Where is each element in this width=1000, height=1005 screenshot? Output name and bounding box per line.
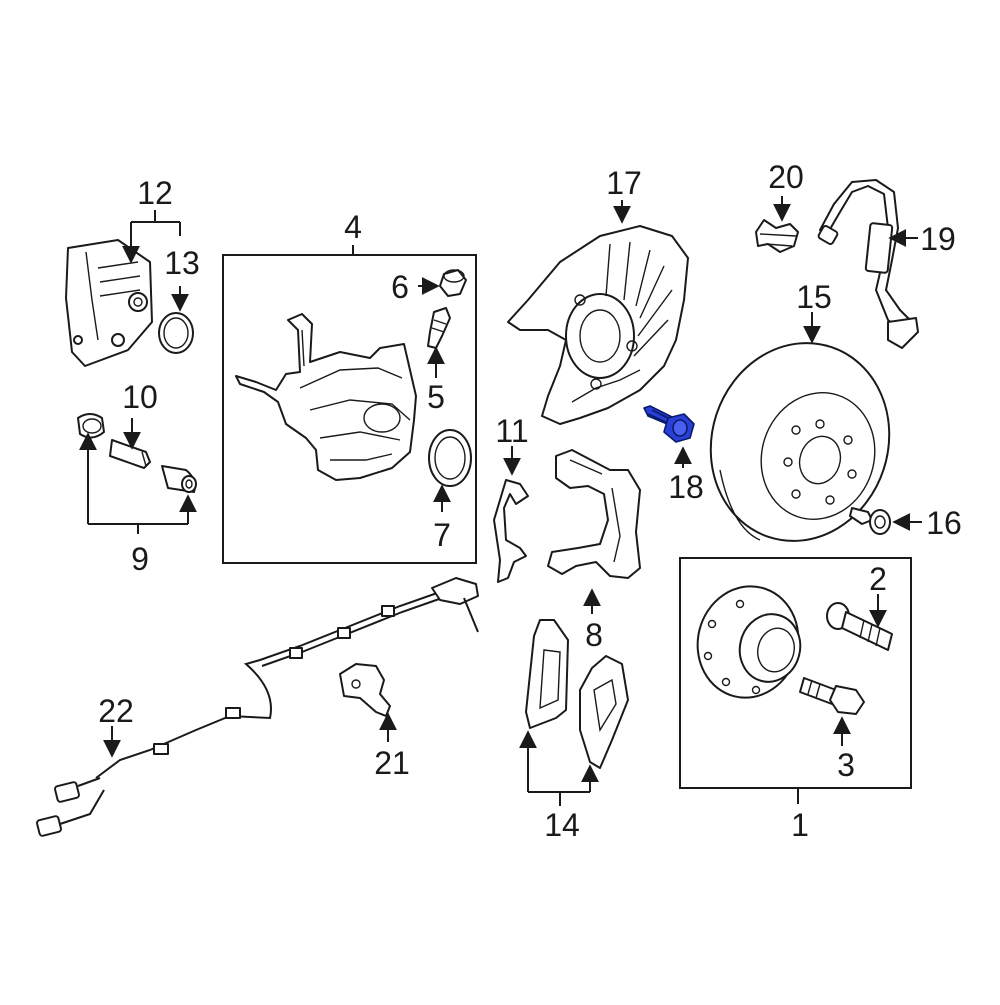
- callout-12: 12: [137, 175, 173, 211]
- callout-14: 14: [544, 807, 580, 843]
- callout-21: 21: [374, 745, 410, 781]
- parking-brake-motor[interactable]: [65, 239, 153, 367]
- guide-pin-cap[interactable]: [77, 413, 105, 439]
- caliper-bracket[interactable]: [547, 449, 641, 579]
- splash-shield[interactable]: [507, 225, 689, 425]
- hub-bolt-upper[interactable]: [826, 602, 893, 651]
- caliper-group-box: [222, 254, 477, 564]
- shield-bolt-highlighted[interactable]: [643, 405, 695, 443]
- brake-caliper[interactable]: [235, 313, 417, 481]
- abs-sensor-harness[interactable]: [36, 577, 479, 837]
- callout-17: 17: [606, 165, 642, 201]
- abs-sensor-bracket[interactable]: [339, 663, 391, 717]
- hose-retaining-clip[interactable]: [755, 219, 799, 253]
- callout-8: 8: [585, 617, 603, 653]
- brake-rotor[interactable]: [685, 320, 914, 565]
- callout-2: 2: [869, 561, 887, 597]
- callout-1: 1: [791, 807, 809, 843]
- rotor-screw[interactable]: [849, 507, 891, 535]
- bleeder-screw[interactable]: [427, 307, 451, 349]
- guide-pin-boot[interactable]: [161, 465, 197, 493]
- piston-seal-ring[interactable]: [428, 429, 472, 487]
- callout-3: 3: [837, 747, 855, 783]
- callout-4: 4: [344, 209, 362, 245]
- callout-7: 7: [433, 517, 451, 553]
- guide-pin[interactable]: [109, 439, 151, 469]
- wheel-hub[interactable]: [686, 576, 810, 709]
- callout-20: 20: [768, 159, 804, 195]
- brake-pad-inner[interactable]: [525, 619, 569, 729]
- callout-15: 15: [796, 279, 832, 315]
- brake-pad-outer[interactable]: [579, 655, 629, 769]
- callout-5: 5: [427, 379, 445, 415]
- callout-9: 9: [131, 541, 149, 577]
- motor-seal-ring[interactable]: [158, 312, 194, 354]
- pad-spring-clip[interactable]: [493, 479, 529, 583]
- callout-16: 16: [926, 505, 962, 541]
- callout-10: 10: [122, 379, 158, 415]
- hub-group-box: [679, 557, 912, 789]
- hub-bolt-lower[interactable]: [799, 677, 865, 715]
- callout-13: 13: [164, 245, 200, 281]
- brake-hose[interactable]: [817, 179, 919, 349]
- callout-18: 18: [668, 469, 704, 505]
- callout-6: 6: [391, 269, 409, 305]
- leader-lines: [79, 196, 922, 806]
- callout-11: 11: [495, 413, 528, 449]
- bleeder-cap[interactable]: [439, 269, 467, 297]
- callout-22: 22: [98, 693, 134, 729]
- callout-19: 19: [920, 221, 956, 257]
